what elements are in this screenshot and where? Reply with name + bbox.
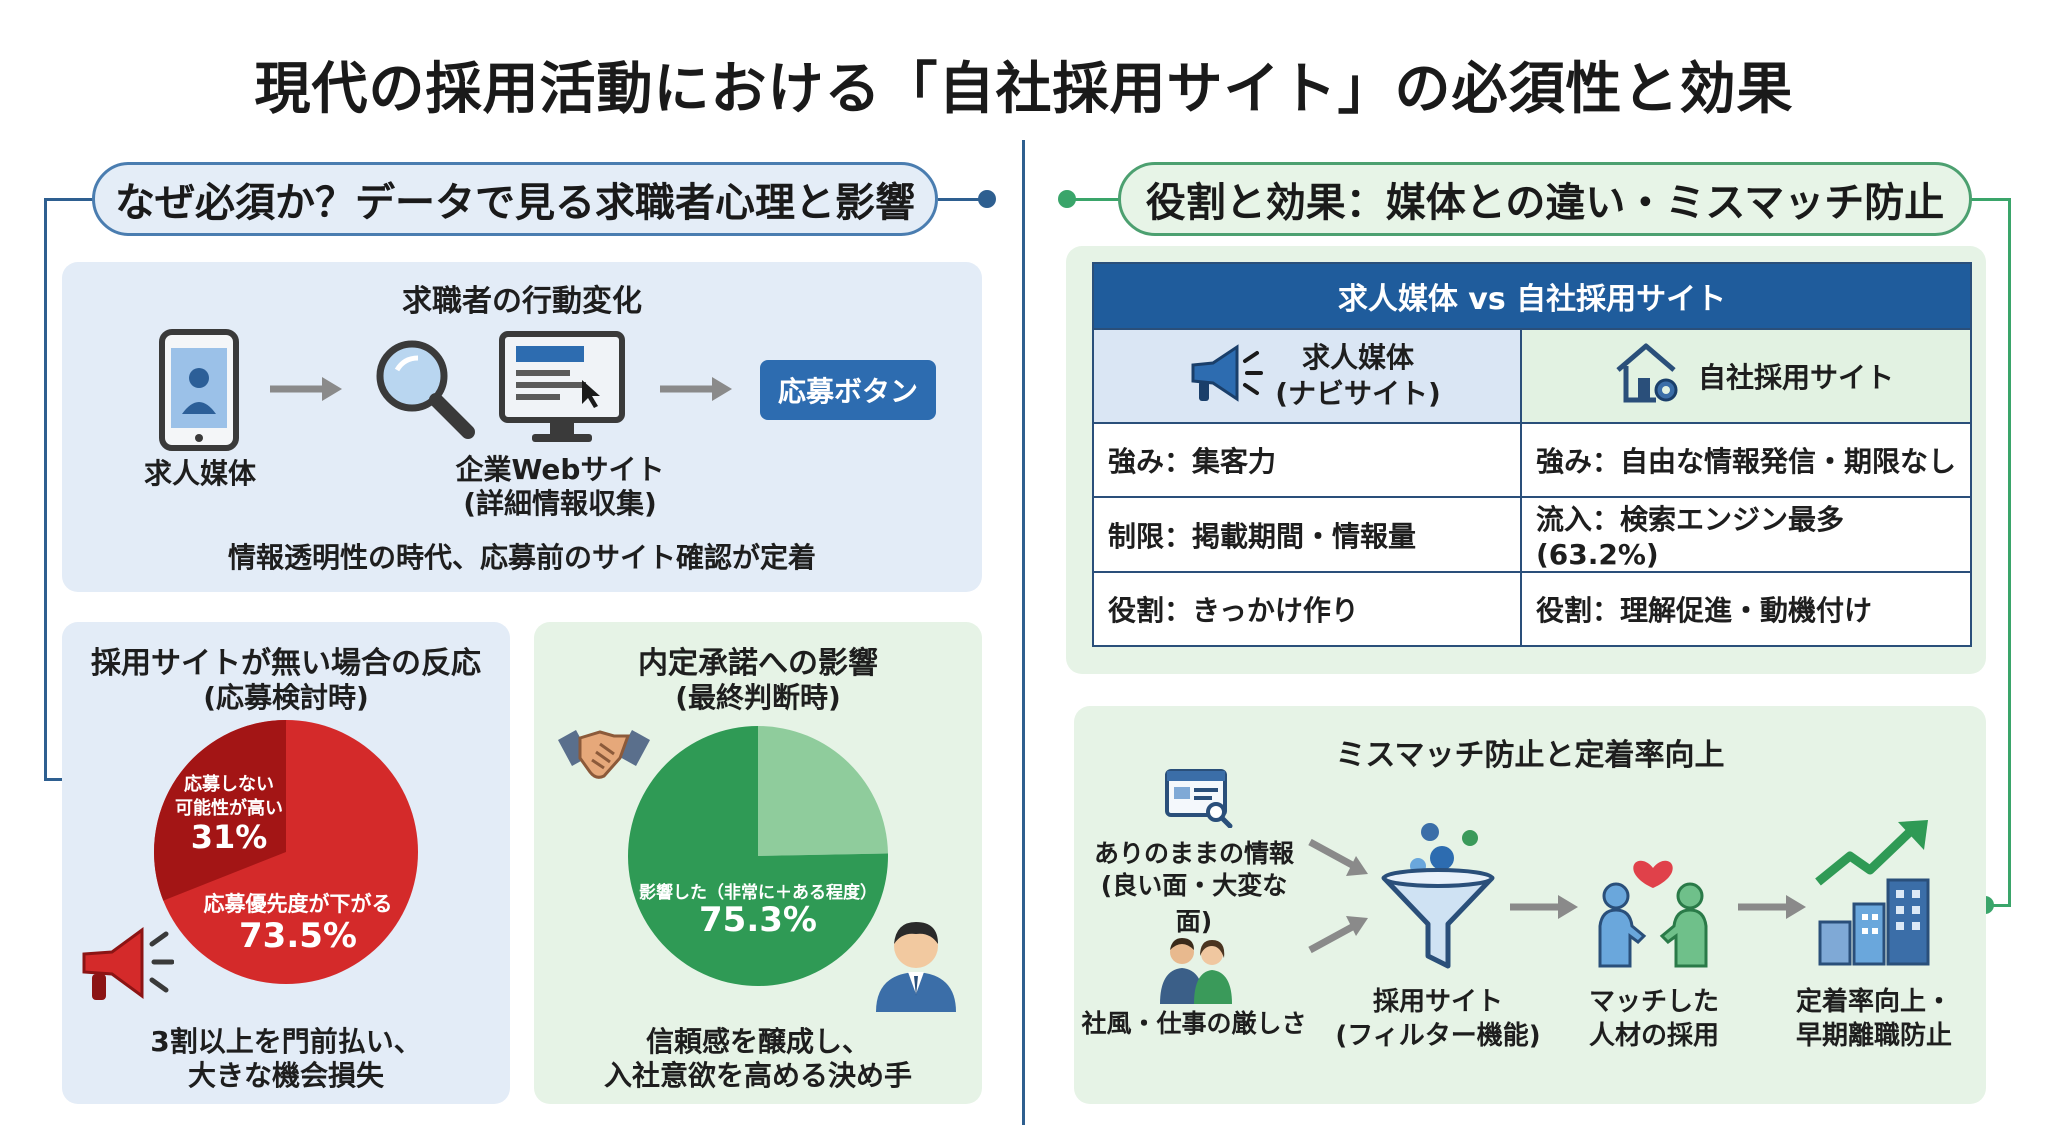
megaphone-icon — [1187, 341, 1264, 412]
right-header-dot — [1058, 190, 1076, 208]
table-cell: 役割：きっかけ作り — [1092, 571, 1522, 647]
arrow-diagonal-down-icon — [1306, 836, 1370, 884]
growth-chart-icon — [1812, 818, 1940, 970]
businessman-icon — [870, 912, 962, 1016]
flow-input1-line1: ありのままの情報 — [1093, 839, 1294, 868]
flow-result-line2: 早期離職防止 — [1795, 1021, 1952, 1051]
right-connector-vertical — [2008, 198, 2011, 906]
staff-icon — [1154, 934, 1238, 1008]
table-cell: 役割：理解促進・動機付け — [1520, 571, 1972, 647]
funnel-icon — [1378, 820, 1498, 974]
pie2-slice-value: 75.3% — [699, 900, 817, 940]
flow-input1-line2: (良い面・大変な面) — [1100, 871, 1288, 936]
pie1-slice2-label: 応募優先度が下がる — [203, 892, 393, 916]
arrow-right-icon — [1510, 892, 1580, 926]
left-connector-top — [44, 198, 94, 201]
flow-match-line2: 人材の採用 — [1588, 1021, 1719, 1051]
center-divider — [1022, 140, 1025, 1125]
pie2-slice-label: 影響した（非常に＋ある程度） — [639, 883, 877, 903]
arrow-diagonal-up-icon — [1306, 912, 1370, 960]
column-header-own-site: 自社採用サイト — [1520, 328, 1972, 424]
right-connector-top — [1970, 198, 2010, 201]
monitor-icon — [498, 330, 626, 450]
behavior-step2-label-line1: 企業Webサイト — [455, 453, 665, 486]
handshake-icon — [556, 718, 652, 792]
house-gear-icon — [1612, 340, 1684, 413]
pie1-slice1-label-line2: 可能性が高い — [175, 798, 283, 819]
page-title: 現代の採用活動における「自社採用サイト」の必須性と効果 — [254, 57, 1794, 122]
right-section-header: 役割と効果：媒体との違い・ミスマッチ防止 — [1118, 162, 1972, 236]
behavior-step1-label: 求人媒体 — [143, 457, 256, 490]
behavior-step2-label-line2: (詳細情報収集) — [463, 487, 657, 520]
comparison-table: 求人媒体 vs 自社採用サイト 求人媒体 (ナビサイト) — [1092, 262, 1972, 647]
arrow-right-icon — [1738, 892, 1808, 926]
reaction-caption-line1: 3割以上を門前払い、 — [150, 1025, 422, 1058]
offer-title-line2: (最終判断時) — [675, 681, 841, 714]
behavior-title: 求職者の行動変化 — [402, 284, 642, 319]
offer-title-line1: 内定承諾への影響 — [638, 646, 878, 681]
right-connector-bottom — [1990, 904, 2011, 907]
apply-button: 応募ボタン — [760, 360, 936, 420]
left-header-tail — [938, 198, 984, 201]
reaction-caption-line2: 大きな機会損失 — [187, 1059, 384, 1092]
pie1-slice1-value: 31% — [190, 818, 268, 856]
table-cell: 強み：自由な情報発信・期限なし — [1520, 422, 1972, 498]
web-info-icon — [1164, 768, 1234, 832]
table-cell: 流入：検索エンジン最多 (63.2%) — [1520, 496, 1972, 573]
arrow-right-icon — [660, 364, 734, 415]
right-header-lead — [1068, 198, 1120, 201]
flow-input2: 社風・仕事の厳しさ — [1081, 1009, 1307, 1038]
left-section-header: なぜ必須か？データで見る求職者心理と影響 — [92, 162, 938, 236]
smartphone-icon — [158, 328, 240, 456]
offer-pie-chart — [624, 722, 892, 994]
offer-caption-line2: 入社意欲を高める決め手 — [603, 1059, 912, 1092]
left-header-dot — [978, 190, 996, 208]
behavior-caption: 情報透明性の時代、応募前のサイト確認が定着 — [227, 541, 816, 574]
megaphone-icon — [76, 922, 175, 1010]
reaction-title-line2: (応募検討時) — [203, 681, 369, 714]
column-header-media-line1: 求人媒体 — [1301, 341, 1414, 374]
flow-match-line1: マッチした — [1588, 987, 1719, 1017]
pie1-slice1-label-line1: 応募しない — [184, 774, 274, 795]
table-cell: 制限：掲載期間・情報量 — [1092, 496, 1522, 573]
matched-people-icon — [1594, 842, 1712, 972]
column-header-media: 求人媒体 (ナビサイト) — [1092, 328, 1522, 424]
arrow-right-icon — [270, 364, 344, 415]
pie2-slice-affected — [628, 726, 888, 986]
reaction-title-line1: 採用サイトが無い場合の反応 — [91, 646, 481, 681]
pie2-slice-not-affected — [758, 726, 888, 856]
pie1-slice2-value: 73.5% — [239, 916, 357, 956]
flow-filter-line1: 採用サイト — [1372, 987, 1503, 1017]
table-cell: 強み：集客力 — [1092, 422, 1522, 498]
reaction-pie-chart — [150, 716, 422, 992]
magnifier-icon — [372, 336, 478, 446]
column-header-own-site-label: 自社採用サイト — [1697, 361, 1894, 394]
left-connector-bottom — [44, 778, 68, 781]
pie1-slice-no-apply — [153, 720, 286, 901]
flow-result-line1: 定着率向上・ — [1795, 987, 1952, 1017]
flow-filter-line2: (フィルター機能) — [1335, 1021, 1541, 1051]
left-connector-vertical — [44, 198, 47, 780]
column-header-media-line2: (ナビサイト) — [1275, 377, 1441, 410]
mismatch-title: ミスマッチ防止と定着率向上 — [1335, 738, 1725, 773]
comparison-table-title: 求人媒体 vs 自社採用サイト — [1092, 262, 1972, 330]
offer-caption-line1: 信頼感を醸成し、 — [645, 1025, 870, 1058]
